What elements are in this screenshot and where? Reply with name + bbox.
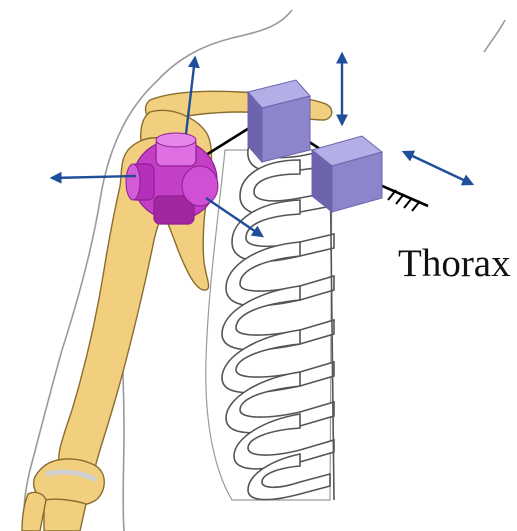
arrow-diagonal bbox=[404, 152, 472, 184]
thorax-label: Thorax bbox=[398, 242, 511, 285]
thorax-block-icon bbox=[312, 136, 382, 212]
torso-right-outline bbox=[484, 20, 505, 52]
forearm-bone bbox=[44, 499, 86, 531]
clavicle-block-icon bbox=[248, 80, 310, 162]
